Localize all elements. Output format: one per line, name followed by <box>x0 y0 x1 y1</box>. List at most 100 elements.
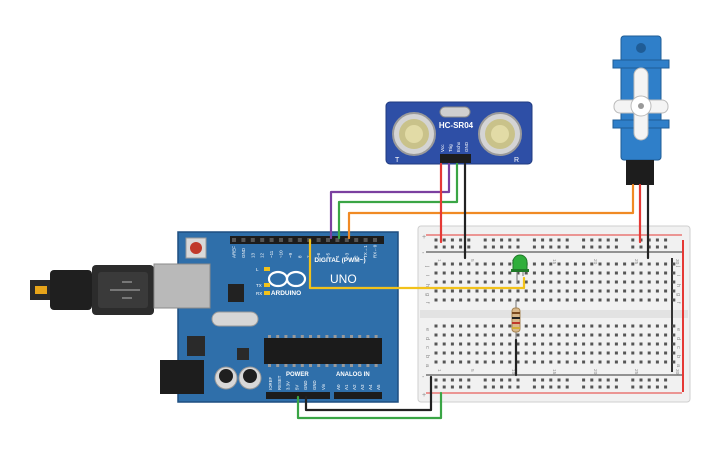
breadboard-hole[interactable] <box>664 333 668 337</box>
breadboard-hole[interactable] <box>614 378 618 382</box>
breadboard-hole[interactable] <box>500 238 504 242</box>
breadboard-hole[interactable] <box>442 333 446 337</box>
breadboard-hole[interactable] <box>664 378 668 382</box>
header-pin-hole[interactable] <box>250 238 255 242</box>
breadboard-hole[interactable] <box>459 385 463 389</box>
breadboard-hole[interactable] <box>524 280 528 284</box>
breadboard-hole[interactable] <box>573 333 577 337</box>
breadboard-hole[interactable] <box>631 351 635 355</box>
breadboard-hole[interactable] <box>639 378 643 382</box>
breadboard-hole[interactable] <box>549 324 553 328</box>
breadboard-hole[interactable] <box>590 342 594 346</box>
breadboard-hole[interactable] <box>606 378 610 382</box>
header-pin-hole[interactable] <box>260 238 265 242</box>
breadboard-hole[interactable] <box>491 342 495 346</box>
breadboard-hole[interactable] <box>491 378 495 382</box>
breadboard-hole[interactable] <box>434 324 438 328</box>
breadboard-hole[interactable] <box>573 289 577 293</box>
breadboard-hole[interactable] <box>450 360 454 364</box>
breadboard-hole[interactable] <box>541 289 545 293</box>
breadboard-hole[interactable] <box>483 351 487 355</box>
breadboard-hole[interactable] <box>631 280 635 284</box>
breadboard-hole[interactable] <box>582 238 586 242</box>
breadboard-hole[interactable] <box>557 298 561 302</box>
breadboard-hole[interactable] <box>655 333 659 337</box>
breadboard-hole[interactable] <box>623 298 627 302</box>
breadboard-hole[interactable] <box>434 351 438 355</box>
breadboard-hole[interactable] <box>590 289 594 293</box>
breadboard-hole[interactable] <box>434 333 438 337</box>
breadboard-hole[interactable] <box>541 298 545 302</box>
breadboard-hole[interactable] <box>647 271 651 275</box>
breadboard-hole[interactable] <box>442 342 446 346</box>
breadboard-hole[interactable] <box>541 324 545 328</box>
breadboard-hole[interactable] <box>491 238 495 242</box>
breadboard-hole[interactable] <box>467 378 471 382</box>
breadboard-hole[interactable] <box>598 271 602 275</box>
breadboard-hole[interactable] <box>557 262 561 266</box>
breadboard-hole[interactable] <box>623 342 627 346</box>
breadboard-hole[interactable] <box>655 298 659 302</box>
breadboard-hole[interactable] <box>623 262 627 266</box>
breadboard-hole[interactable] <box>467 342 471 346</box>
breadboard-hole[interactable] <box>434 298 438 302</box>
header-pin-hole[interactable] <box>241 238 246 242</box>
breadboard-hole[interactable] <box>541 333 545 337</box>
breadboard-hole[interactable] <box>508 351 512 355</box>
breadboard-hole[interactable] <box>582 245 586 249</box>
breadboard-hole[interactable] <box>664 324 668 328</box>
breadboard-hole[interactable] <box>647 245 651 249</box>
breadboard-hole[interactable] <box>508 324 512 328</box>
breadboard-hole[interactable] <box>483 333 487 337</box>
breadboard-hole[interactable] <box>524 298 528 302</box>
breadboard-hole[interactable] <box>549 360 553 364</box>
breadboard-hole[interactable] <box>459 245 463 249</box>
breadboard-hole[interactable] <box>532 262 536 266</box>
breadboard-hole[interactable] <box>672 262 676 266</box>
breadboard-hole[interactable] <box>500 351 504 355</box>
breadboard-hole[interactable] <box>434 238 438 242</box>
breadboard-hole[interactable] <box>475 324 479 328</box>
breadboard-hole[interactable] <box>500 385 504 389</box>
breadboard-hole[interactable] <box>450 280 454 284</box>
breadboard-hole[interactable] <box>664 298 668 302</box>
breadboard-hole[interactable] <box>508 378 512 382</box>
header-pin-hole[interactable] <box>232 238 236 242</box>
breadboard-hole[interactable] <box>598 238 602 242</box>
breadboard-hole[interactable] <box>450 289 454 293</box>
breadboard-hole[interactable] <box>500 360 504 364</box>
breadboard-hole[interactable] <box>483 324 487 328</box>
breadboard-hole[interactable] <box>442 289 446 293</box>
breadboard-hole[interactable] <box>582 280 586 284</box>
breadboard-hole[interactable] <box>549 351 553 355</box>
breadboard-hole[interactable] <box>467 360 471 364</box>
breadboard-hole[interactable] <box>672 342 676 346</box>
breadboard-hole[interactable] <box>467 333 471 337</box>
breadboard-hole[interactable] <box>557 280 561 284</box>
breadboard-hole[interactable] <box>573 360 577 364</box>
breadboard-hole[interactable] <box>483 271 487 275</box>
breadboard-hole[interactable] <box>598 360 602 364</box>
breadboard-hole[interactable] <box>631 271 635 275</box>
breadboard-hole[interactable] <box>565 351 569 355</box>
breadboard-hole[interactable] <box>467 289 471 293</box>
breadboard-hole[interactable] <box>483 378 487 382</box>
breadboard-hole[interactable] <box>500 245 504 249</box>
breadboard-hole[interactable] <box>573 262 577 266</box>
breadboard-hole[interactable] <box>442 280 446 284</box>
breadboard-hole[interactable] <box>655 289 659 293</box>
breadboard-hole[interactable] <box>623 289 627 293</box>
breadboard-hole[interactable] <box>631 262 635 266</box>
breadboard-hole[interactable] <box>483 385 487 389</box>
breadboard-hole[interactable] <box>475 333 479 337</box>
breadboard-hole[interactable] <box>664 271 668 275</box>
breadboard-hole[interactable] <box>450 378 454 382</box>
breadboard-hole[interactable] <box>516 280 520 284</box>
breadboard-hole[interactable] <box>442 324 446 328</box>
breadboard-hole[interactable] <box>434 262 438 266</box>
header-pin-hole[interactable] <box>344 238 349 242</box>
breadboard-hole[interactable] <box>483 360 487 364</box>
breadboard-hole[interactable] <box>565 324 569 328</box>
header-pin-hole[interactable] <box>354 238 359 242</box>
breadboard-hole[interactable] <box>557 385 561 389</box>
